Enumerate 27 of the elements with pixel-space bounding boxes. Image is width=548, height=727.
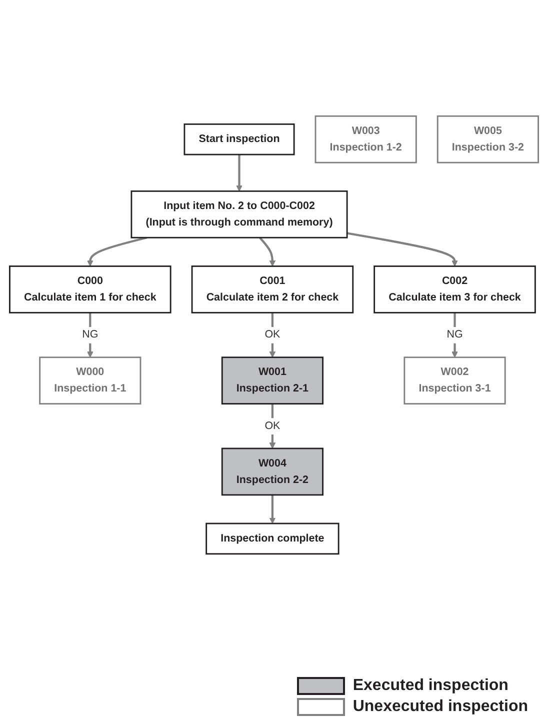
edge-label: OK [264, 328, 280, 341]
node-box: W005 Inspection 3-2 [436, 115, 539, 164]
arrow [269, 404, 276, 449]
node-box: C001 Calculate item 2 for check [191, 266, 354, 314]
edge-label: OK [264, 420, 280, 432]
arrow [259, 236, 276, 266]
legend-label: Unexecuted inspection [352, 698, 528, 716]
edge-label: NG [446, 328, 463, 341]
arrow [269, 494, 276, 524]
node-box: W002 Inspection 3-1 [404, 356, 506, 404]
arrow [87, 312, 94, 358]
node-box: C002 Calculate item 3 for check [374, 266, 536, 314]
node-box: Inspection complete [206, 522, 340, 555]
legend-label: Executed inspection [352, 677, 508, 695]
node-box: C000 Calculate item 1 for check [9, 266, 172, 314]
node-box: W001 Inspection 2-1 [221, 356, 324, 404]
arrow [346, 232, 458, 266]
arrow [236, 154, 242, 192]
node-box: W004 Inspection 2-2 [221, 448, 324, 496]
node-box: Input item No. 2 to C000-C002 (Input is through command memory) [130, 190, 348, 238]
node-box: W000 Inspection 1-1 [39, 356, 142, 404]
node-box: W003 Inspection 1-2 [314, 115, 417, 164]
edge-label: NG [82, 328, 98, 341]
arrow [269, 312, 276, 358]
node-box: Start inspection [184, 123, 295, 156]
arrow [87, 236, 148, 266]
arrow [452, 312, 458, 358]
